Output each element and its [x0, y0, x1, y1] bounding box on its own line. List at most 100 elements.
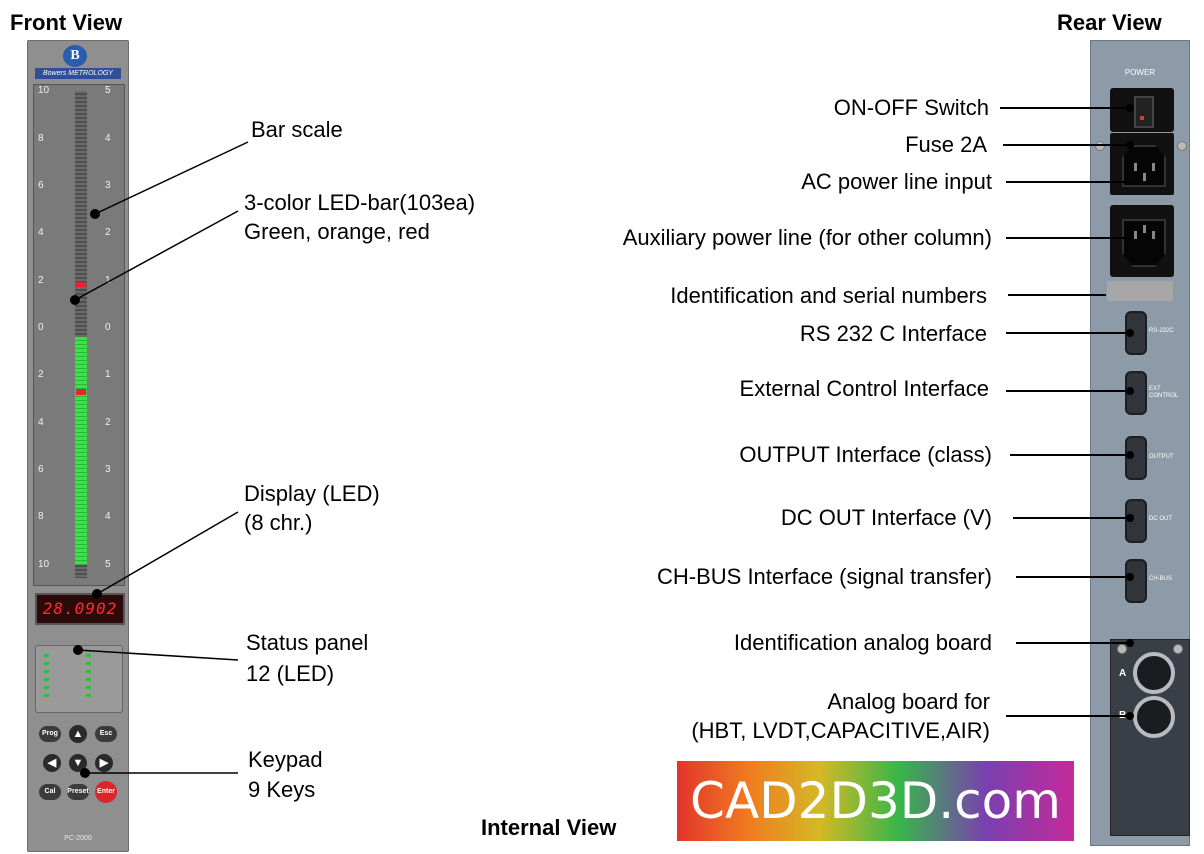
dc-out-label: DC OUT Interface (V)	[780, 505, 992, 530]
led-display: 28.0902	[35, 593, 125, 625]
scale-tick-right: 0	[105, 322, 111, 333]
brand-strip: Bowers METROLOGY	[35, 68, 121, 79]
output-port-label: OUTPUT	[1149, 454, 1174, 460]
status-led	[44, 694, 49, 697]
scale-tick-right: 1	[105, 369, 111, 380]
fuse-label: Fuse 2A	[905, 132, 987, 157]
display-label-line2: (8 chr.)	[244, 510, 313, 535]
led-bar-red-marker	[76, 389, 86, 395]
ch-bus-label: CH-BUS Interface (signal transfer)	[657, 564, 992, 589]
leader-dot-on-off	[1126, 104, 1134, 112]
scale-tick-left: 0	[38, 322, 44, 333]
leader-line-display	[96, 511, 239, 595]
analog-board-label-line1: Analog board for	[827, 689, 990, 714]
model-label: PC-2000	[64, 835, 92, 842]
output-label: OUTPUT Interface (class)	[739, 442, 992, 467]
preset-key[interactable]: Preset	[67, 784, 89, 800]
screw	[1173, 644, 1183, 654]
ch-bus-connector[interactable]	[1125, 559, 1147, 603]
enter-key[interactable]: Enter	[95, 781, 117, 803]
ext-control-label: External Control Interface	[739, 376, 989, 401]
status-led	[86, 694, 91, 697]
scale-tick-left: 4	[38, 227, 44, 238]
dc-out-connector[interactable]	[1125, 499, 1147, 543]
down-arrow-key[interactable]: ▼	[69, 754, 87, 772]
status-led	[86, 686, 91, 689]
leader-dot-rs232	[1126, 329, 1134, 337]
scale-tick-left: 10	[38, 85, 50, 96]
leader-dot-status	[73, 645, 83, 655]
scale-tick-right: 5	[105, 559, 111, 570]
on-off-switch-label: ON-OFF Switch	[833, 95, 989, 120]
keypad: Prog ▲ Esc ◀ ▼ ▶ Cal Preset Enter	[33, 720, 123, 830]
cad2d3d-watermark: CAD2D3D.com	[677, 761, 1074, 841]
status-led	[44, 654, 49, 657]
auxiliary-power-outlet	[1110, 205, 1174, 277]
pin	[1143, 225, 1146, 233]
status-led	[86, 670, 91, 673]
status-led	[44, 662, 49, 665]
scale-tick-right: 2	[105, 417, 111, 428]
ch-bus-port-label: CH-BUS	[1149, 576, 1173, 582]
ext-control-connector[interactable]	[1125, 371, 1147, 415]
board-a-connector[interactable]	[1133, 652, 1175, 694]
right-arrow-key[interactable]: ▶	[95, 754, 113, 772]
bar-scale: 10 8 6 4 2 0 2 4 6 8 10 5 4 3 2 1 0 1 2 …	[33, 84, 125, 586]
leader-dot-keypad	[80, 768, 90, 778]
status-panel	[35, 645, 123, 713]
fuse-and-ac-inlet	[1110, 133, 1174, 195]
dc-out-port-label: DC OUT	[1149, 516, 1172, 522]
pin	[1143, 173, 1146, 181]
scale-tick-left: 8	[38, 133, 44, 144]
ac-power-inlet[interactable]	[1122, 145, 1166, 187]
leader-dot-id-analog	[1126, 639, 1134, 647]
bar-scale-label: Bar scale	[251, 117, 343, 142]
pin	[1134, 163, 1137, 171]
pin	[1152, 231, 1155, 239]
on-off-switch[interactable]	[1110, 88, 1174, 132]
status-led	[86, 662, 91, 665]
scale-tick-right: 4	[105, 133, 111, 144]
scale-tick-right: 5	[105, 85, 111, 96]
status-panel-label-line2: 12 (LED)	[246, 661, 335, 686]
auxiliary-power-socket[interactable]	[1122, 219, 1166, 267]
keypad-label-line2: 9 Keys	[248, 777, 316, 802]
output-connector[interactable]	[1125, 436, 1147, 480]
status-panel-label-line1: Status panel	[246, 630, 369, 655]
led-bar-red-marker-upper	[76, 282, 86, 287]
scale-tick-right: 2	[105, 227, 111, 238]
leader-dot-analog-board	[1126, 712, 1134, 720]
esc-key[interactable]: Esc	[95, 726, 117, 742]
scale-tick-right: 1	[105, 275, 111, 286]
rear-view-title: Rear View	[1057, 10, 1162, 35]
scale-tick-left: 6	[38, 464, 44, 475]
leader-dot-ext-control	[1126, 387, 1134, 395]
scale-tick-left: 4	[38, 417, 44, 428]
led-bar-label-line1: 3-color LED-bar(103ea)	[244, 190, 476, 215]
scale-tick-left: 6	[38, 180, 44, 191]
display-label-line1: Display (LED)	[244, 481, 380, 506]
id-serial-label: Identification and serial numbers	[670, 283, 987, 308]
prog-key[interactable]: Prog	[39, 726, 61, 742]
leader-dot-fuse	[1126, 141, 1134, 149]
switch-rocker[interactable]	[1134, 96, 1154, 128]
rs232-label: RS 232 C Interface	[799, 321, 987, 346]
pin	[1134, 231, 1137, 239]
scale-tick-left: 8	[38, 511, 44, 522]
scale-tick-left: 2	[38, 275, 44, 286]
power-label: POWER	[1124, 68, 1156, 77]
left-arrow-key[interactable]: ◀	[43, 754, 61, 772]
rear-panel-device: POWER RS-232C EXT CONTROL OUTPUT DC OUT …	[1090, 40, 1190, 846]
aux-power-label: Auxiliary power line (for other column)	[622, 225, 992, 250]
cal-key[interactable]: Cal	[39, 784, 61, 800]
board-b-connector[interactable]	[1133, 696, 1175, 738]
front-panel-device: B Bowers METROLOGY 10 8 6 4 2 0 2 4 6 8 …	[27, 40, 129, 852]
led-bar-label-line2: Green, orange, red	[244, 219, 430, 244]
up-arrow-key[interactable]: ▲	[69, 725, 87, 743]
bowers-logo: B	[63, 45, 87, 67]
status-led	[44, 670, 49, 673]
status-led	[44, 678, 49, 681]
id-analog-label: Identification analog board	[733, 630, 992, 655]
switch-indicator	[1140, 116, 1144, 120]
